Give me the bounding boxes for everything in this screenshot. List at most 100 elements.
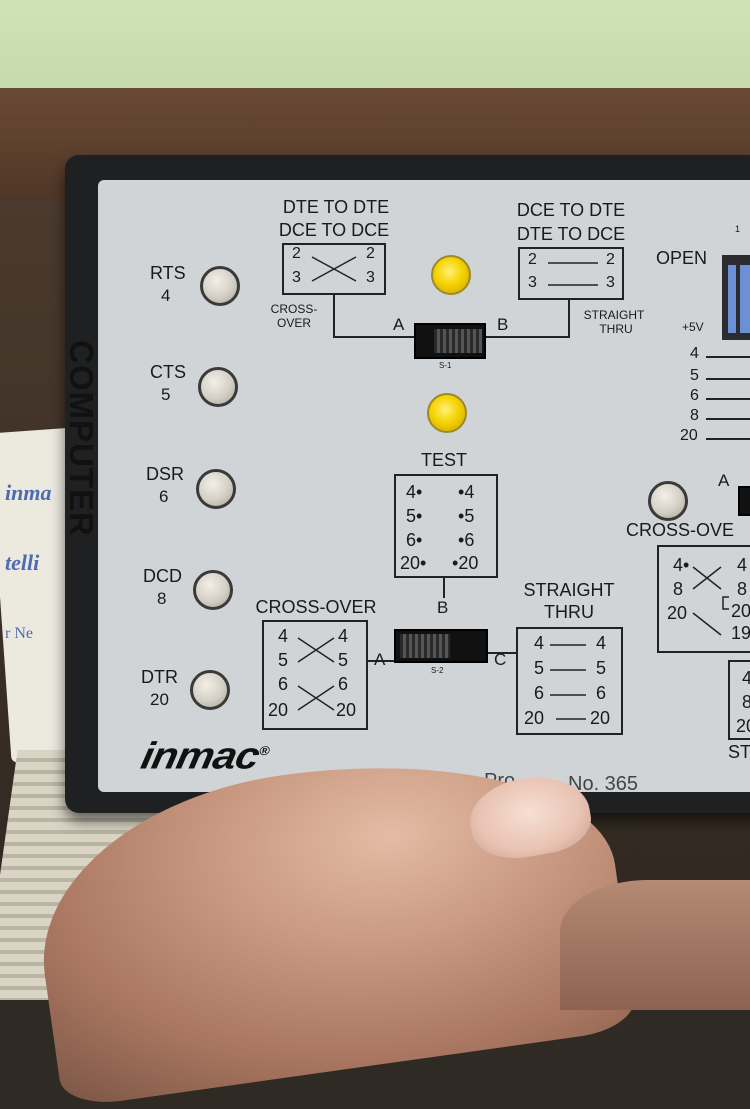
paper-text: r Ne	[5, 625, 33, 642]
paper-text: inma	[5, 480, 52, 505]
connector-line	[706, 438, 750, 440]
test-right-pin: •5	[458, 506, 475, 526]
pin-number: 3	[366, 269, 375, 286]
pin-number: 4	[338, 626, 349, 646]
connector-line	[706, 356, 750, 358]
straight-title-line1: STRAIGHT	[523, 580, 615, 600]
dip-switch[interactable]	[722, 255, 750, 340]
pin-number: 5	[406, 506, 417, 526]
pin-number: 5	[534, 658, 545, 678]
right-straight-diagram: 4 8 20	[728, 660, 750, 740]
connector-line	[333, 336, 415, 338]
test-right-pin: •4	[458, 482, 475, 502]
pin-number: 20	[458, 553, 479, 573]
pin-number: 4	[742, 668, 750, 688]
straight-diagram-s1: 2 3 2 3	[518, 247, 624, 300]
cross-lines-icon	[692, 566, 729, 636]
led-rts	[200, 266, 240, 306]
connector-line	[368, 660, 394, 662]
dip-pin-label: 8	[690, 407, 699, 424]
connector-line	[488, 652, 516, 654]
pin-number: 3	[528, 274, 537, 291]
led-label-dsr: DSR	[146, 464, 185, 484]
test-left-pin: 6•	[406, 530, 423, 550]
top-right-title-line2: DTE TO DCE	[516, 224, 626, 244]
straight-title-line2: THRU	[544, 602, 594, 622]
pin-number: 6	[278, 674, 289, 694]
pin-number: 6	[338, 674, 349, 694]
led-pin-dtr: 20	[150, 690, 169, 709]
pin-number: 20	[667, 603, 688, 623]
cross-lines-icon	[297, 637, 335, 711]
pin-number: 4	[406, 482, 417, 502]
test-left-pin: 4•	[406, 482, 423, 502]
pin-number: 5	[278, 650, 289, 670]
dip-pin-label: 6	[690, 387, 699, 404]
paper-text: telli	[5, 550, 40, 575]
pin-number: 2	[366, 245, 375, 262]
pin-number: 8	[742, 692, 750, 712]
pin-number: 6	[596, 683, 607, 703]
pin-number: 6	[464, 530, 475, 550]
test-led-yellow	[427, 393, 467, 433]
dip-top-number: 1	[735, 224, 741, 234]
pin-number: 3	[606, 274, 615, 291]
pin-number: 20	[524, 708, 545, 728]
top-left-title-line1: DTE TO DTE	[282, 197, 390, 217]
right-st-label: ST	[728, 742, 750, 762]
crossover-caption-s1: CROSS- OVER	[270, 302, 318, 330]
pin-number: 20	[731, 601, 750, 621]
pin-number: 6	[406, 530, 417, 550]
switch1-a-label: A	[393, 315, 405, 334]
dip-toggle[interactable]	[728, 265, 736, 333]
led-pin-rts: 4	[161, 286, 171, 305]
dip-pin-label: 20	[680, 427, 698, 444]
switch-knob[interactable]	[400, 634, 450, 658]
inmac-logo: inmac®	[137, 734, 272, 777]
computer-side-label: COMPUTER	[63, 340, 100, 537]
cross-lines-icon	[311, 256, 357, 282]
led-dsr	[196, 469, 236, 509]
pin-number: 4	[737, 555, 748, 575]
pin-number: 4	[278, 626, 289, 646]
connector-line	[706, 418, 750, 420]
top-right-title-line1: DCE TO DTE	[516, 200, 626, 220]
pin-number: 4	[673, 555, 684, 575]
connector-line	[486, 336, 570, 338]
led-pin-cts: 5	[161, 385, 171, 404]
led-dtr	[190, 670, 230, 710]
switch-knob[interactable]	[434, 329, 482, 353]
pin-number: 2	[606, 251, 615, 268]
pin-number: 20	[268, 700, 289, 720]
pin-number: 20	[736, 716, 750, 736]
pin-number: 5	[338, 650, 349, 670]
pin-number: 4	[596, 633, 607, 653]
connector-line	[568, 300, 570, 338]
switch2-b-label: B	[437, 598, 449, 617]
test-left-pin: 20•	[400, 553, 427, 573]
crossover-diagram-s1: 2 3 2 3	[282, 243, 386, 295]
slide-switch-right[interactable]	[738, 486, 750, 516]
switch1-b-label: B	[497, 315, 509, 334]
switch2-a-label: A	[374, 650, 386, 669]
test-title: TEST	[420, 450, 468, 470]
pin-number: 20	[336, 700, 357, 720]
crossover-title: CROSS-OVER	[255, 597, 377, 617]
test-right-pin: •6	[458, 530, 475, 550]
pin-number: 20	[590, 708, 611, 728]
brand-name: inmac	[137, 734, 263, 777]
dip-pin-label: 5	[690, 367, 699, 384]
right-a-label: A	[718, 471, 730, 490]
slide-switch-s1[interactable]	[414, 323, 486, 359]
test-left-pin: 5•	[406, 506, 423, 526]
test-right-pin: •20	[452, 553, 479, 573]
fingers	[560, 880, 750, 1010]
crossover-diagram-s2: 4 5 6 20 4 5 6 20	[262, 620, 368, 730]
dip-toggle[interactable]	[740, 265, 750, 333]
dip-pin-label: 4	[690, 345, 699, 362]
right-crossover-diagram: 4• 8 20 4 8 20 19	[657, 545, 750, 653]
top-left-title-line2: DCE TO DCE	[278, 220, 390, 240]
slide-switch-s2[interactable]	[394, 629, 488, 663]
led-pin-dsr: 6	[159, 487, 169, 506]
pin-number: 20	[400, 553, 421, 573]
